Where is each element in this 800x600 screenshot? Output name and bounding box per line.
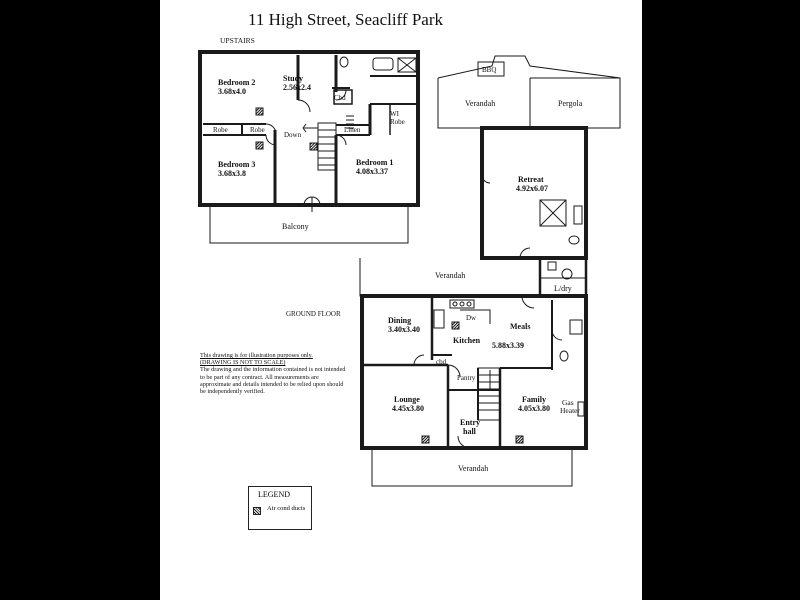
pantry-label: Pantry: [457, 374, 476, 382]
bedroom2-size: 3.68x4.0: [218, 87, 246, 96]
study-size: 2.56x2.4: [283, 83, 311, 92]
upstairs-heading: UPSTAIRS: [220, 36, 255, 45]
lounge-size: 4.45x3.80: [392, 404, 424, 413]
verandah-bottom-outline: [371, 447, 573, 487]
linen-label: Linen: [344, 126, 361, 134]
family-name: Family: [522, 395, 546, 404]
ground-floor-heading: GROUND FLOOR: [286, 310, 341, 318]
study-name: Study: [283, 74, 304, 83]
retreat-size: 4.92x6.07: [516, 184, 548, 193]
balcony-outline: [209, 204, 409, 244]
pergola-label: Pergola: [558, 99, 583, 108]
laundry-label: L/dry: [554, 284, 572, 293]
wi-robe-label-line2: Robe: [390, 118, 405, 126]
family-size: 4.05x3.80: [518, 404, 550, 413]
balcony-label: Balcony: [282, 222, 309, 231]
verandah-top-label: Verandah: [465, 99, 496, 108]
floor-plan-drawing: [198, 50, 621, 487]
cbd-ground-label: cbd: [436, 358, 447, 366]
lounge-name: Lounge: [394, 395, 420, 404]
air-cond-duct-icon: [253, 507, 261, 515]
bbq-label: BBQ: [482, 66, 497, 74]
legend-item-label: Air cond ducts: [267, 505, 306, 512]
plan-title: 11 High Street, Seacliff Park: [248, 10, 443, 29]
floor-plan-sheet: 11 High Street, Seacliff Park UPSTAIRS B…: [160, 0, 642, 600]
dishwasher-label: Dw: [466, 314, 477, 322]
stairs-down-label: Down: [284, 131, 302, 139]
legend-title: LEGEND: [258, 490, 290, 499]
gas-heater-label-line2: Heater: [560, 406, 580, 415]
meals-name: Meals: [510, 322, 531, 331]
verandah-bottom-label: Verandah: [458, 464, 489, 473]
bedroom3-name: Bedroom 3: [218, 160, 256, 169]
bedroom1-name: Bedroom 1: [356, 158, 394, 167]
robe-right-label: Robe: [250, 126, 265, 134]
disclaimer-note: This drawing is for illustration purpose…: [200, 352, 350, 395]
legend-box: LEGEND Air cond ducts: [248, 486, 312, 530]
gas-heater-label-line1: Gas: [562, 398, 574, 407]
bedroom2-name: Bedroom 2: [218, 78, 256, 87]
robe-left-label: Robe: [213, 126, 228, 134]
meals-size: 5.88x3.39: [492, 341, 524, 350]
wi-robe-label-line1: WI: [390, 110, 399, 118]
bedroom3-size: 3.68x3.8: [218, 169, 246, 178]
bedroom1-size: 4.08x3.37: [356, 167, 388, 176]
cbd-upstairs-label: Cbd: [334, 94, 346, 102]
entry-hall-label-line2: hall: [463, 427, 476, 436]
dining-name: Dining: [388, 316, 412, 325]
entry-hall-label-line1: Entry: [460, 418, 480, 427]
disclaimer-body: The drawing and the information containe…: [200, 366, 346, 396]
dining-size: 3.40x3.40: [388, 325, 420, 334]
disclaimer-line1: This drawing is for illustration purpose…: [200, 352, 313, 359]
kitchen-label: Kitchen: [453, 336, 481, 345]
retreat-name: Retreat: [518, 175, 544, 184]
disclaimer-line2: (DRAWING IS NOT TO SCALE): [200, 359, 286, 367]
verandah-mid-label: Verandah: [435, 271, 466, 280]
